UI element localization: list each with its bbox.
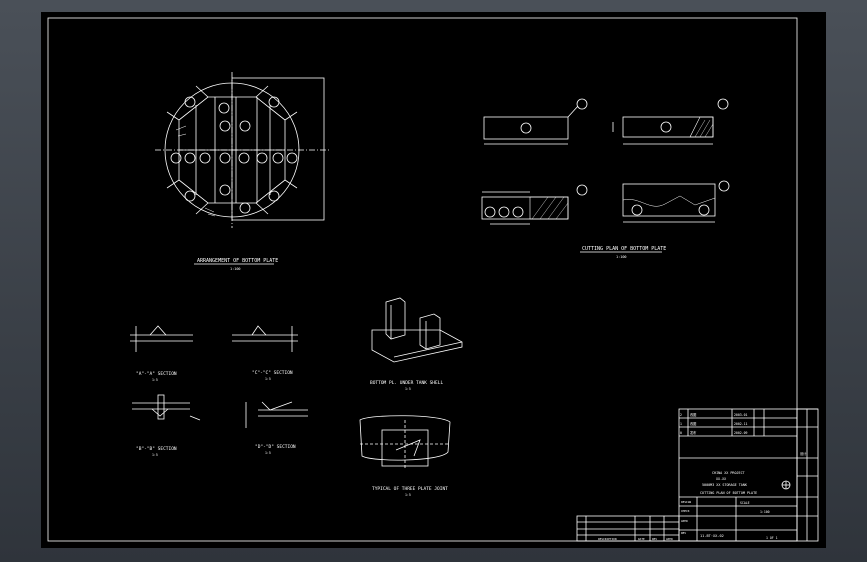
section-cc-scale: 1:5 — [265, 377, 271, 381]
drawing-border — [47, 17, 798, 542]
rev-row-0-date: 2002-09 — [734, 431, 748, 435]
section-bb-view: "B"-"B" SECTION 1:5 — [132, 394, 201, 457]
tb-design: DESIGN — [681, 500, 691, 504]
section-cc-title: "C"-"C" SECTION — [252, 370, 293, 376]
sheet-number: 1 OF 1 — [766, 536, 778, 540]
arrangement-title: ARRANGEMENT OF BOTTOM PLATE — [197, 258, 278, 264]
tb-appr: APPR — [681, 519, 688, 523]
section-aa-view: "A"-"A" SECTION 1:5 — [130, 325, 193, 382]
footer-date: DATE — [638, 537, 645, 541]
project-line-2: XX-XX — [716, 477, 727, 481]
drawing-number: 11-BT·XX-02 — [700, 534, 724, 538]
rev-row-1-desc: 改图 — [690, 421, 696, 426]
drawing-sheet — [41, 12, 826, 548]
arrangement-scale: 1:100 — [230, 267, 241, 271]
project-line-1: CHINA XX PROJECT — [712, 471, 745, 475]
arrangement-view: ARRANGEMENT OF BOTTOM PLATE 1:100 — [155, 72, 330, 271]
section-dd-title: "D"-"D" SECTION — [255, 444, 296, 450]
scale-label: SCALE — [740, 501, 750, 505]
project-line-4: CUTTING PLAN OF BOTTOM PLATE — [700, 491, 757, 495]
section-dd-view: "D"-"D" SECTION 1:5 — [245, 401, 308, 455]
project-line-3: 5000M3 XX STORAGE TANK — [702, 483, 748, 487]
tb-check: CHECK — [681, 509, 690, 513]
footer-description: DESCRIPTION — [598, 537, 617, 541]
under-shell-view: BOTTOM PL. UNDER TANK SHELL 1:5 — [370, 297, 463, 391]
under-shell-scale: 1:5 — [405, 387, 411, 391]
cutting-plan-title: CUTTING PLAN OF BOTTOM PLATE — [582, 246, 666, 252]
stamp-text: 设计 — [800, 451, 807, 456]
cutting-plan-view: CUTTING PLAN OF BOTTOM PLATE 1:100 — [481, 98, 730, 259]
rev-row-2-no: 2 — [680, 413, 682, 417]
section-aa-scale: 1:5 — [152, 378, 158, 382]
rev-row-0-no: 0 — [680, 431, 682, 435]
scale-value: 1:100 — [760, 510, 770, 514]
rev-row-2-desc: 改图 — [690, 412, 696, 417]
three-plate-title: TYPICAL OF THREE PLATE JOINT — [372, 486, 448, 492]
tb-rev: REV — [681, 531, 686, 535]
title-block: 2 改图 2003-01 1 改图 2002-11 0 发布 2002-09 设… — [678, 408, 819, 542]
cutting-plan-scale: 1:100 — [616, 255, 627, 259]
rev-row-0-desc: 发布 — [690, 430, 696, 435]
three-plate-view: TYPICAL OF THREE PLATE JOINT 1:5 — [359, 415, 451, 497]
section-dd-scale: 1:5 — [265, 451, 271, 455]
rev-row-2-date: 2003-01 — [734, 413, 748, 417]
section-bb-title: "B"-"B" SECTION — [136, 446, 177, 452]
three-plate-scale: 1:5 — [405, 493, 411, 497]
footer-appr: APPR — [666, 537, 673, 541]
footer-rev: REV — [652, 537, 657, 541]
under-shell-title: BOTTOM PL. UNDER TANK SHELL — [370, 380, 443, 386]
rev-row-1-no: 1 — [680, 422, 682, 426]
section-bb-scale: 1:5 — [152, 453, 158, 457]
revision-strip: DESCRIPTION DATE REV APPR — [576, 515, 680, 542]
section-aa-title: "A"-"A" SECTION — [136, 371, 177, 377]
rev-row-1-date: 2002-11 — [734, 422, 748, 426]
section-cc-view: "C"-"C" SECTION 1:5 — [232, 325, 298, 381]
